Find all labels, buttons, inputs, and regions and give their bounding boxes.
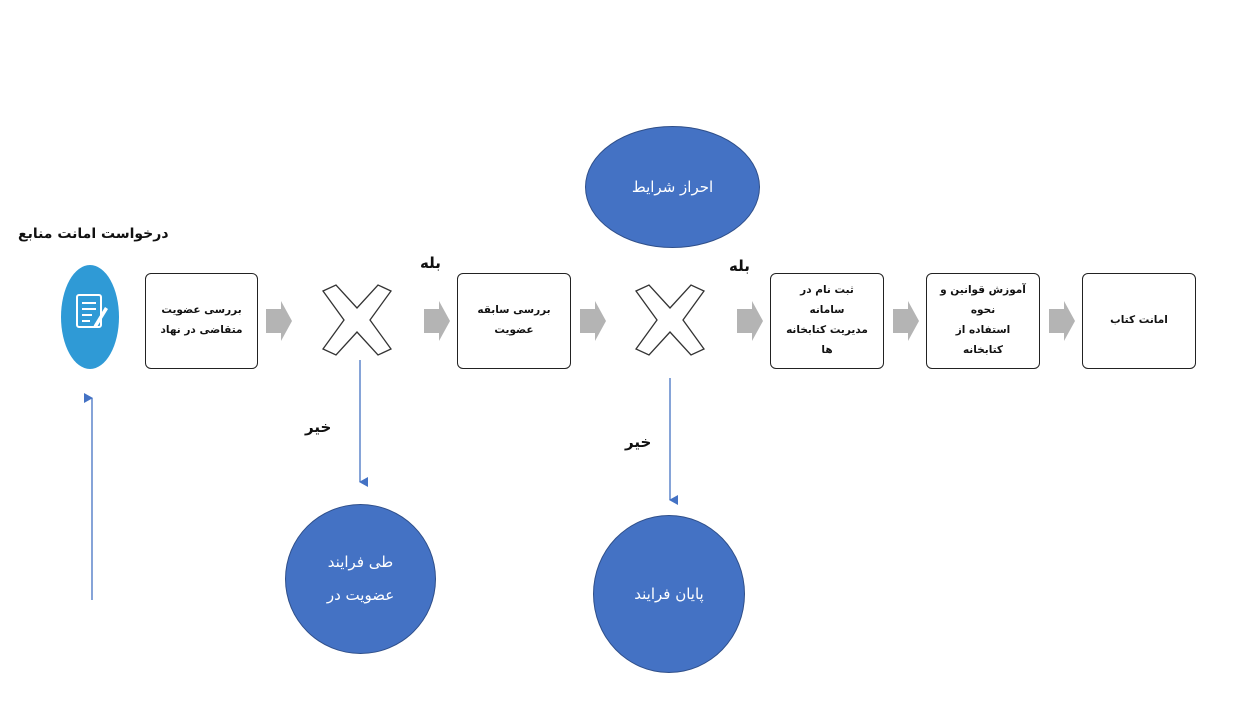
box-check-history: بررسی سابقه عضویت bbox=[457, 273, 571, 369]
start-title: درخواست امانت منابع bbox=[18, 226, 169, 242]
gray-arrow-3 bbox=[580, 301, 606, 341]
gray-arrow-5 bbox=[893, 301, 919, 341]
label-no-1: خیر bbox=[305, 418, 332, 436]
decision-cross-1 bbox=[322, 284, 392, 356]
box-check-membership: بررسی عضویت متقاضی در نهاد bbox=[145, 273, 258, 369]
box-training: آموزش قوانین و نحوه استفاده از کتابخانه bbox=[926, 273, 1040, 369]
ellipse-eligibility: احراز شرایط bbox=[585, 126, 760, 248]
ellipse-membership-process: طی فرایند عضویت در bbox=[285, 504, 436, 654]
label-no-2: خیر bbox=[625, 433, 652, 451]
label-yes-1: بله bbox=[420, 254, 441, 272]
request-icon-circle bbox=[61, 265, 119, 369]
label-yes-2: بله bbox=[729, 257, 750, 275]
gray-arrow-2 bbox=[424, 301, 450, 341]
box-lend-book: امانت کتاب bbox=[1082, 273, 1196, 369]
checklist-icon bbox=[76, 294, 108, 328]
ellipse-end-process: پایان فرایند bbox=[593, 515, 745, 673]
decision-cross-2 bbox=[635, 284, 705, 356]
box-register-system: ثبت نام در سامانه مدیریت کتابخانه ها bbox=[770, 273, 884, 369]
gray-arrow-1 bbox=[266, 301, 292, 341]
gray-arrow-6 bbox=[1049, 301, 1075, 341]
gray-arrow-4 bbox=[737, 301, 763, 341]
